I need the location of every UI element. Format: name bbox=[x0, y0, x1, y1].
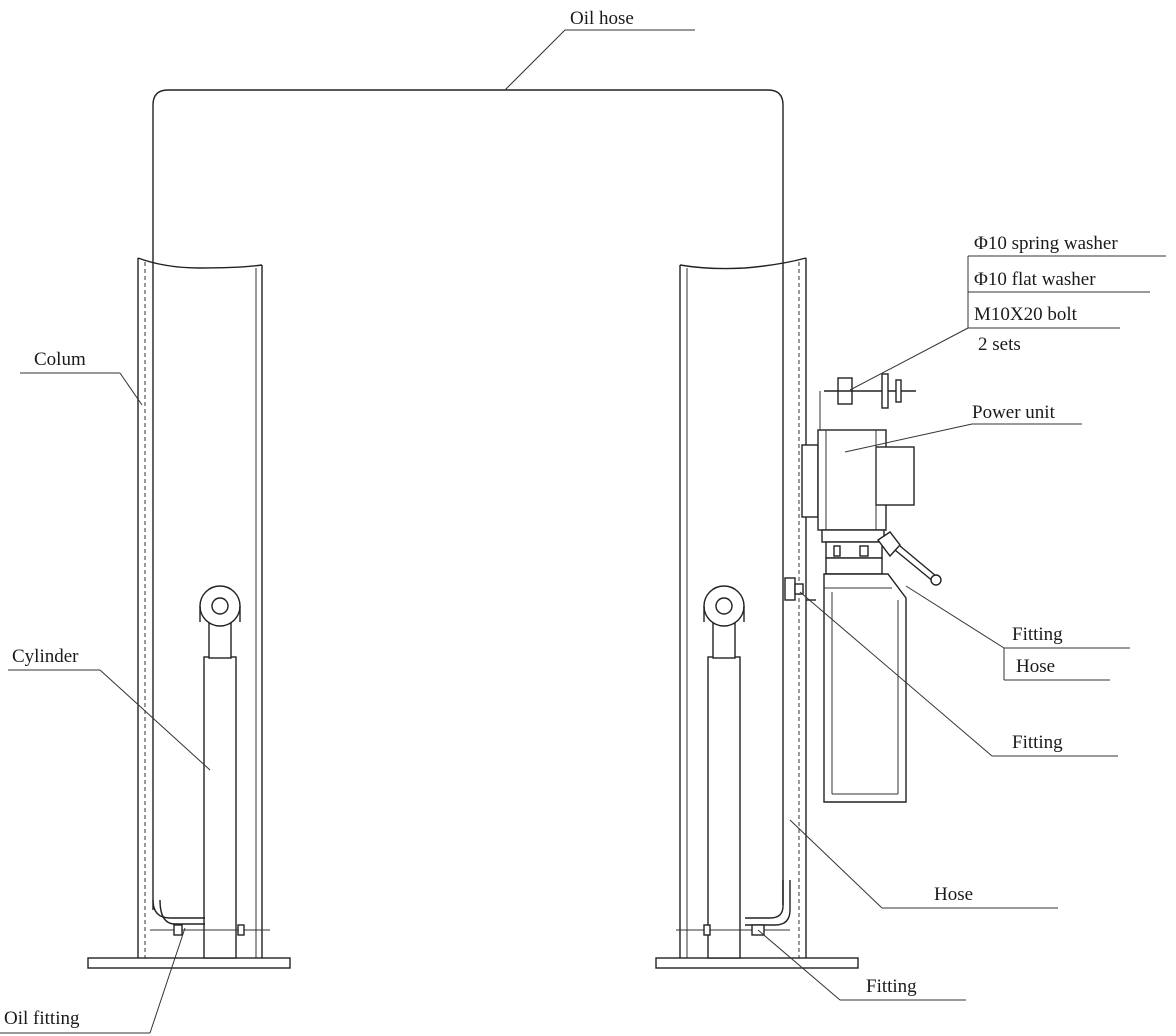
label-hose-lower: Hose bbox=[934, 884, 973, 905]
left-cylinder bbox=[203, 656, 237, 959]
left-column bbox=[87, 257, 291, 969]
label-flat-washer: Φ10 flat washer bbox=[974, 269, 1096, 290]
label-colum: Colum bbox=[34, 349, 86, 370]
label-fitting-mid: Fitting bbox=[1012, 732, 1063, 753]
labels: Oil hose Φ10 spring washer Φ10 flat wash… bbox=[4, 8, 1118, 1029]
leader-lines bbox=[0, 29, 1166, 1034]
label-oil-hose: Oil hose bbox=[570, 8, 634, 29]
label-power-unit: Power unit bbox=[972, 402, 1056, 423]
oil-hose-loop bbox=[152, 89, 784, 910]
label-oil-fitting: Oil fitting bbox=[4, 1008, 80, 1029]
right-cylinder bbox=[707, 656, 741, 959]
power-unit-motor bbox=[817, 429, 887, 531]
label-spring-washer: Φ10 spring washer bbox=[974, 233, 1118, 254]
power-unit-tank bbox=[823, 573, 907, 803]
label-cylinder: Cylinder bbox=[12, 646, 79, 667]
label-hose-upper: Hose bbox=[1016, 656, 1055, 677]
left-base-plate bbox=[87, 957, 291, 969]
label-fitting-bottom: Fitting bbox=[866, 976, 917, 997]
label-bolt: M10X20 bolt bbox=[974, 304, 1078, 325]
right-column bbox=[655, 257, 859, 969]
right-base-plate bbox=[655, 957, 859, 969]
label-fitting-upper: Fitting bbox=[1012, 624, 1063, 645]
label-sets: 2 sets bbox=[978, 334, 1021, 355]
power-unit bbox=[801, 373, 942, 803]
